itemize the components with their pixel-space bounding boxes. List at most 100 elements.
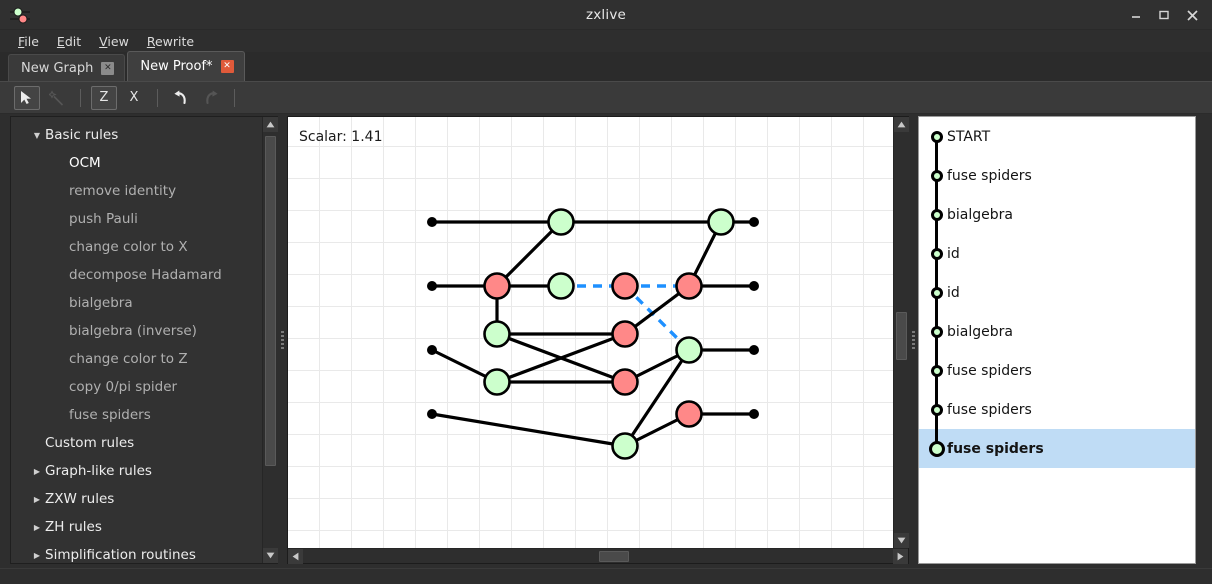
edge[interactable] <box>431 412 626 448</box>
boundary-node[interactable] <box>427 409 437 419</box>
close-button[interactable] <box>1178 0 1206 30</box>
menu-rewrite[interactable]: Rewrite <box>139 32 202 51</box>
rule-item-label: change color to Z <box>69 351 188 367</box>
rules-scroll-track[interactable] <box>262 132 278 548</box>
menu-edit[interactable]: Edit <box>49 32 89 51</box>
x-spider-node[interactable] <box>611 272 639 300</box>
canvas-hscroll-track[interactable] <box>303 549 893 564</box>
tab-new-proof[interactable]: New Proof* ✕ <box>127 51 245 81</box>
proof-step[interactable]: START <box>919 117 1195 156</box>
canvas-scroll-up-icon[interactable] <box>893 117 909 132</box>
boundary-node[interactable] <box>749 409 759 419</box>
chevron-right-icon[interactable]: ▶ <box>33 550 41 560</box>
menu-bar: File Edit View Rewrite <box>0 30 1212 52</box>
tab-new-graph-label: New Graph <box>21 60 94 76</box>
z-spider-node[interactable] <box>483 368 511 396</box>
x-spider-node[interactable] <box>675 400 703 428</box>
rule-item-basic-rules[interactable]: ▼Basic rules <box>11 121 262 149</box>
x-spider-node[interactable] <box>675 272 703 300</box>
menu-file[interactable]: File <box>10 32 47 51</box>
proof-step[interactable]: fuse spiders <box>919 429 1195 468</box>
proof-step-node-icon <box>925 312 947 351</box>
edge[interactable] <box>496 332 626 384</box>
x-spider-node[interactable] <box>483 272 511 300</box>
chevron-right-icon[interactable]: ▶ <box>33 466 41 476</box>
canvas-vscroll-thumb[interactable] <box>895 312 907 360</box>
rule-item-fuse-spiders[interactable]: fuse spiders <box>11 401 262 429</box>
proof-step[interactable]: bialgebra <box>919 312 1195 351</box>
boundary-node[interactable] <box>427 281 437 291</box>
z-spider-node[interactable] <box>483 320 511 348</box>
rule-item-simplification-routines[interactable]: ▶Simplification routines <box>11 541 262 563</box>
splitter-sidebar-canvas[interactable] <box>278 116 287 564</box>
boundary-node[interactable] <box>749 345 759 355</box>
rule-item-copy-0-pi-spider[interactable]: copy 0/pi spider <box>11 373 262 401</box>
rule-item-zh-rules[interactable]: ▶ZH rules <box>11 513 262 541</box>
z-spider-node[interactable] <box>547 208 575 236</box>
canvas-scroll-down-icon[interactable] <box>893 533 909 548</box>
boundary-node[interactable] <box>749 281 759 291</box>
proof-step[interactable]: bialgebra <box>919 195 1195 234</box>
rules-scroll-up-icon[interactable] <box>262 117 278 132</box>
rule-item-graph-like-rules[interactable]: ▶Graph-like rules <box>11 457 262 485</box>
z-spider-node[interactable] <box>675 336 703 364</box>
rules-scroll-down-icon[interactable] <box>262 548 278 563</box>
canvas-scroll-left-icon[interactable] <box>288 548 303 564</box>
boundary-node[interactable] <box>749 217 759 227</box>
rules-scrollbar[interactable] <box>262 117 278 563</box>
menu-file-rest: ile <box>24 33 39 49</box>
rule-item-push-pauli[interactable]: push Pauli <box>11 205 262 233</box>
x-spider-node[interactable] <box>611 368 639 396</box>
proof-step[interactable]: id <box>919 234 1195 273</box>
canvas-vscroll-track[interactable] <box>893 132 909 533</box>
zx-diagram[interactable] <box>288 117 893 548</box>
rules-scroll-thumb[interactable] <box>264 136 276 466</box>
canvas-hscrollbar[interactable] <box>288 548 908 564</box>
proof-step[interactable]: fuse spiders <box>919 351 1195 390</box>
undo-button[interactable] <box>168 86 194 110</box>
canvas-hscroll-thumb[interactable] <box>599 550 629 562</box>
chevron-right-icon[interactable]: ▶ <box>33 522 41 532</box>
proof-step[interactable]: fuse spiders <box>919 156 1195 195</box>
boundary-node[interactable] <box>427 217 437 227</box>
minimize-button[interactable] <box>1122 0 1150 30</box>
toolbar-separator-2 <box>157 88 158 107</box>
redo-button[interactable] <box>198 86 224 110</box>
tab-new-graph[interactable]: New Graph ✕ <box>8 54 126 81</box>
z-spider-node[interactable] <box>547 272 575 300</box>
graph-canvas[interactable]: Scalar: 1.41 <box>288 117 893 548</box>
chevron-down-icon[interactable]: ▼ <box>33 130 41 140</box>
tab-new-proof-close-icon[interactable]: ✕ <box>220 60 234 73</box>
edge[interactable] <box>623 349 691 447</box>
z-spider-node[interactable] <box>707 208 735 236</box>
app-logo-icon <box>8 5 34 27</box>
rule-item-bialgebra[interactable]: bialgebra <box>11 289 262 317</box>
canvas-scroll-right-icon[interactable] <box>893 548 908 564</box>
boundary-node[interactable] <box>427 345 437 355</box>
rule-item-change-color-to-z[interactable]: change color to Z <box>11 345 262 373</box>
magic-wand-tool-button[interactable] <box>44 86 70 110</box>
splitter-canvas-proof[interactable] <box>909 116 918 564</box>
rule-item-ocm[interactable]: OCM <box>11 149 262 177</box>
z-spider-button[interactable]: Z <box>91 85 117 110</box>
z-spider-node[interactable] <box>611 432 639 460</box>
rule-item-remove-identity[interactable]: remove identity <box>11 177 262 205</box>
rule-item-custom-rules[interactable]: Custom rules <box>11 429 262 457</box>
maximize-button[interactable] <box>1150 0 1178 30</box>
rule-item-decompose-hadamard[interactable]: decompose Hadamard <box>11 261 262 289</box>
proof-step[interactable]: fuse spiders <box>919 390 1195 429</box>
rule-item-zxw-rules[interactable]: ▶ZXW rules <box>11 485 262 513</box>
select-tool-button[interactable] <box>14 85 40 110</box>
tab-new-graph-close-icon[interactable]: ✕ <box>101 61 115 75</box>
proof-step[interactable]: id <box>919 273 1195 312</box>
rule-item-change-color-to-x[interactable]: change color to X <box>11 233 262 261</box>
x-spider-node[interactable] <box>611 320 639 348</box>
x-spider-button[interactable]: X <box>129 90 139 105</box>
rule-item-bialgebra-inverse[interactable]: bialgebra (inverse) <box>11 317 262 345</box>
edge[interactable] <box>495 220 563 288</box>
chevron-right-icon[interactable]: ▶ <box>33 494 41 504</box>
menu-view[interactable]: View <box>91 32 137 51</box>
canvas-vscrollbar[interactable] <box>893 117 909 548</box>
